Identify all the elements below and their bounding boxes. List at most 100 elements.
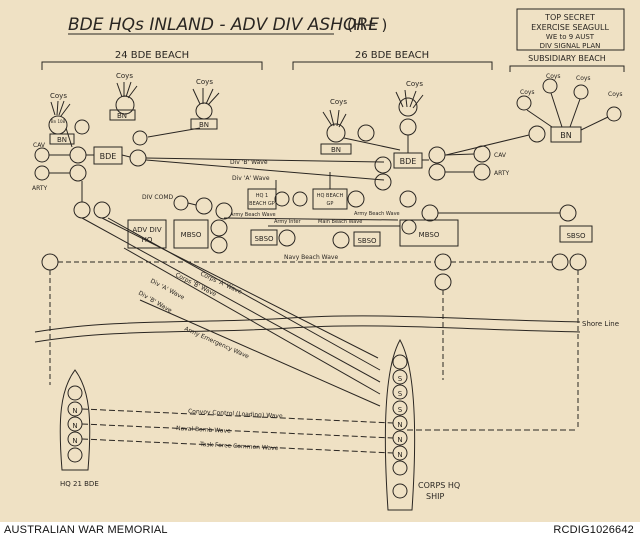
station-bn-mid-3 [398, 97, 418, 117]
station-sub-mid [573, 84, 589, 100]
station-ab-left-2 [73, 201, 91, 219]
coys-arrows-left [50, 100, 71, 117]
station-hq-beach-right [347, 190, 365, 208]
ship-right-n-1: N [397, 421, 402, 429]
ship-right-station-8 [392, 460, 408, 476]
station-sub-top [542, 78, 558, 94]
ship-right-s-1: S [398, 375, 403, 383]
sbso-label-left: SBSO [254, 235, 274, 243]
wave-label-div-b: Div 'B' Wave [230, 159, 268, 166]
link-bn-bde-left [65, 127, 73, 148]
station-bn-mid-4 [399, 118, 417, 136]
station-ab-2 [215, 202, 233, 220]
coys-arrows-left-3 [192, 88, 220, 106]
ship-right-n-2: N [397, 436, 402, 444]
ship-right-station-1 [392, 354, 408, 370]
bn-box-mid [320, 143, 352, 155]
arty-label-right: ARTY [494, 170, 510, 177]
line-army-emergency-wave [139, 299, 381, 407]
hq1-label-1: HQ 1 [256, 193, 268, 199]
signal-plan-diagram: BDE HQs INLAND - ADV DIV ASHORE (H+ ) TO… [32, 8, 625, 511]
arty-label-left: ARTY [32, 185, 48, 192]
station-sbso-mid [332, 231, 350, 249]
footer-source: AUSTRALIAN WAR MEMORIAL [4, 524, 168, 536]
ship-right-station-3 [392, 384, 408, 400]
coys-arrows-mid [322, 109, 347, 128]
ship-left-n-1: N [72, 407, 77, 415]
sbso-box-right [559, 225, 593, 243]
line-div-a-wave-diag [81, 217, 381, 383]
station-bde-right-2 [428, 163, 446, 181]
station-sbso-left [278, 229, 296, 247]
station-bde-right-4 [374, 173, 392, 191]
bn-box-left-3 [190, 118, 218, 130]
diagram-title: BDE HQs INLAND - ADV DIV ASHORE [68, 15, 379, 35]
mbso-box-right [399, 219, 459, 247]
station-bde-left-1 [69, 146, 87, 164]
bn-label-sub: BN [560, 131, 571, 140]
wave-label-div-a: Div 'A' Wave [232, 175, 270, 182]
bn-label-mid: BN [331, 146, 341, 154]
coys-label-left: Coys [50, 92, 67, 100]
line-div-b-wave [145, 157, 385, 163]
station-nb-left [41, 253, 59, 271]
bn-box-left-2 [109, 109, 136, 121]
bde-label-left: BDE [100, 152, 117, 161]
station-mbso-right-2 [421, 204, 439, 222]
adv-div-hq-label-1: ADV DIV [132, 226, 162, 234]
wave-label-army-beach-2: Army Beach Wave [354, 211, 400, 217]
station-code-bn-left: Bn 108 [51, 119, 66, 124]
station-nb-mid [434, 253, 452, 271]
classification-line-3: WE to 9 AUST [546, 33, 595, 41]
station-left-bde-link [132, 130, 148, 146]
station-ab-left-1 [93, 201, 111, 219]
coys-label-left-2: Coys [116, 72, 133, 80]
line-task-force-wave [81, 438, 394, 454]
bde-label-right: BDE [400, 157, 417, 166]
ship-right-n-3: N [397, 451, 402, 459]
footer-id: RCDIG1026642 [553, 524, 634, 536]
mbso-label-left: MBSO [181, 231, 202, 239]
station-hq-beach-left [292, 191, 308, 207]
ship-left-n-2: N [72, 422, 77, 430]
station-bde-right-1 [428, 146, 446, 164]
bracket-24-bde-beach [41, 61, 263, 70]
hq-beach-label-2: GP [327, 201, 334, 207]
station-sub-bn [528, 125, 546, 143]
section-label-24-bde-beach: 24 BDE BEACH [115, 50, 189, 61]
station-bn-mid-2 [357, 124, 375, 142]
classification-box [516, 8, 625, 51]
wave-label-main-beach: Main Beach Wave [318, 219, 362, 225]
station-bn-left-3 [195, 102, 213, 120]
line-naval-bomb-wave [81, 423, 394, 439]
bn-label-left-2: BN [117, 112, 127, 120]
wave-label-convoy-control: Convoy Control (Loading) Wave [188, 408, 283, 420]
line-div-a-wave [145, 159, 385, 181]
station-mbso-right-1 [401, 219, 417, 235]
ship-right-s-3: S [398, 406, 403, 414]
station-nb-mid-2 [434, 273, 452, 291]
station-sub-right [606, 106, 622, 122]
station-sub-left [516, 95, 532, 111]
shore-line-2 [34, 325, 581, 343]
station-nb-right-1 [551, 253, 569, 271]
bracket-subsidiary-beach [509, 65, 625, 72]
ship-right-station-9 [392, 483, 408, 499]
coys-label-mid: Coys [330, 98, 347, 106]
classification-line-1: TOP SECRET [544, 13, 595, 22]
line-army-beach-wave [223, 217, 399, 221]
station-cav-left [34, 147, 50, 163]
classification-line-4: DIV SIGNAL PLAN [540, 42, 601, 50]
bn-label-left: BN [57, 136, 67, 144]
ship-corps-hq [384, 338, 416, 511]
mbso-label-right: MBSO [419, 231, 440, 239]
bn-label-left-3: BN [199, 121, 209, 129]
ship-left-n-3: N [72, 437, 77, 445]
title-time-suffix: (H+ ) [347, 16, 387, 34]
wave-label-navy-beach: Navy Beach Wave [284, 254, 338, 261]
link-left-bn3 [147, 127, 201, 138]
station-cav-right [473, 145, 491, 163]
ship-right-station-4 [392, 400, 408, 416]
ship-right-station-2 [392, 369, 408, 385]
